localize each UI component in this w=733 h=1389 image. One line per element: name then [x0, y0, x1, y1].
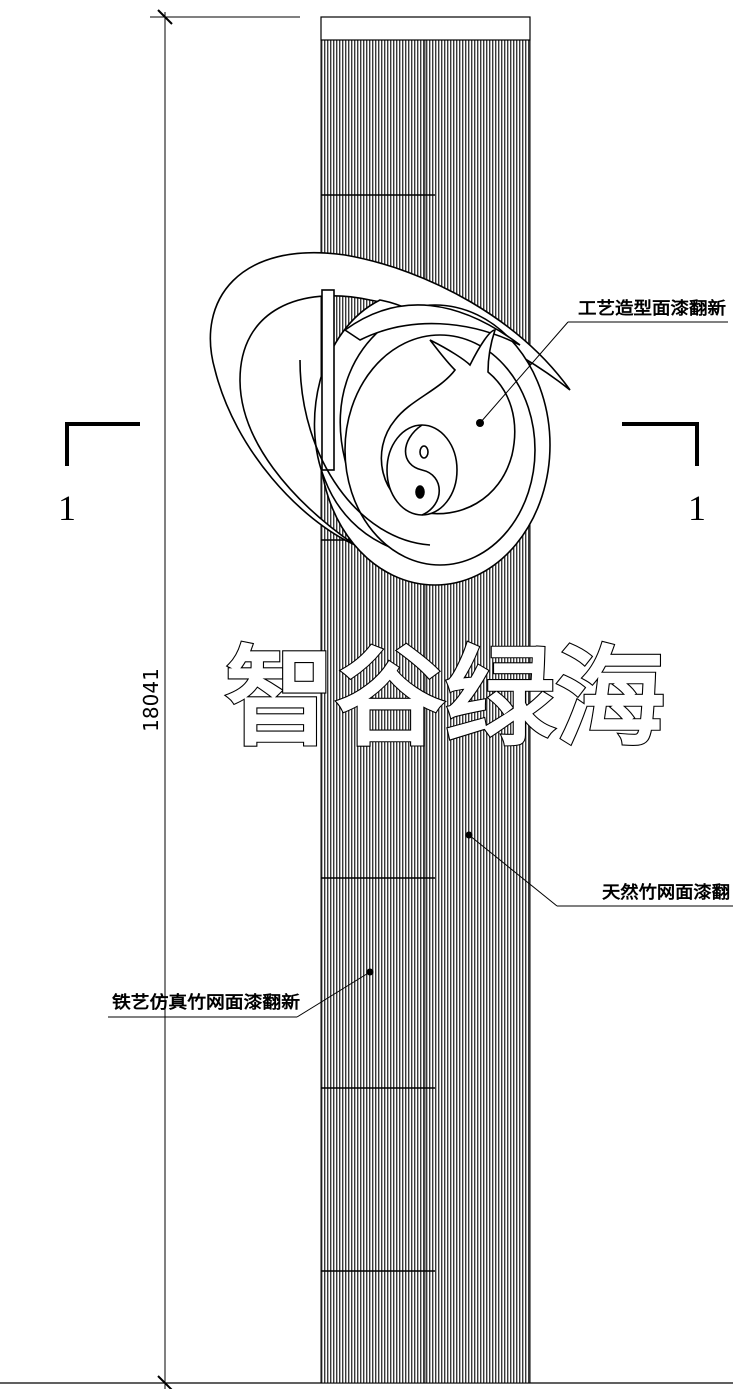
callout-sculpture-text: 工艺造型面漆翻新 [578, 298, 726, 319]
callout-natural-bamboo: 天然竹网面漆翻 [465, 831, 733, 907]
section-marker-left: 1 [58, 422, 140, 528]
height-dimension: 18041 [139, 9, 173, 1389]
callout-iron-bamboo: 铁艺仿真竹网面漆翻新 [108, 968, 374, 1018]
logo-sculpture [209, 251, 571, 586]
section-marker-right: 1 [622, 422, 706, 528]
callout-natural-bamboo-text: 天然竹网面漆翻 [602, 882, 730, 903]
column-cap [320, 16, 531, 41]
slogan-text: 智谷绿海 [225, 636, 665, 761]
section-label-left: 1 [58, 488, 76, 528]
section-label-right: 1 [688, 488, 706, 528]
dimension-text: 18041 [139, 668, 163, 732]
callout-iron-bamboo-text: 铁艺仿真竹网面漆翻新 [112, 992, 300, 1013]
callout-sculpture: 工艺造型面漆翻新 [476, 298, 728, 427]
